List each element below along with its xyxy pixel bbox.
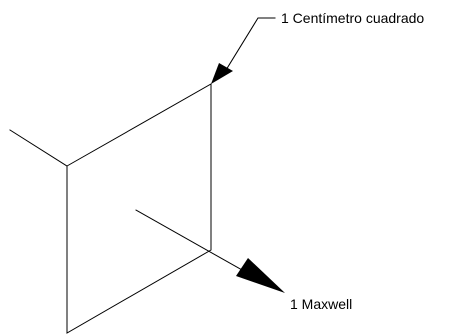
area-label: 1 Centímetro cuadrado: [281, 10, 424, 26]
flux-arrowhead: [236, 258, 285, 293]
area-leader-line: [225, 17, 276, 71]
area-leader-arrowhead: [211, 63, 233, 84]
incoming-field-line: [9, 129, 68, 167]
flux-label: 1 Maxwell: [290, 296, 352, 312]
square-surface: [66, 83, 212, 334]
outgoing-field-line: [135, 209, 243, 271]
